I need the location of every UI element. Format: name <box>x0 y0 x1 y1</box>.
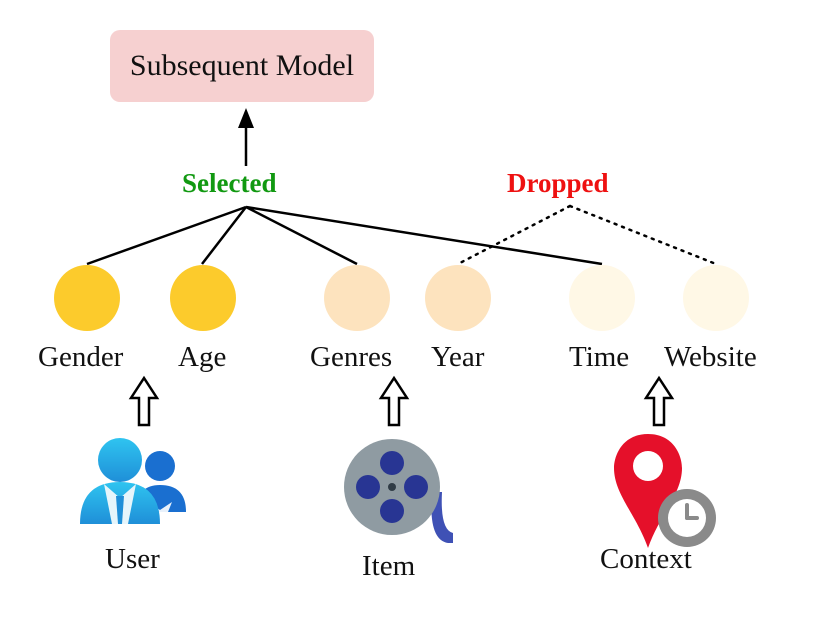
hollow-arrow-user <box>128 375 160 427</box>
entity-label-user: User <box>105 543 160 575</box>
feature-circle-age <box>170 265 236 331</box>
film-reel-icon <box>344 439 453 543</box>
dropped-connections <box>456 204 718 266</box>
subsequent-model-label: Subsequent Model <box>129 49 355 82</box>
feature-label-year: Year <box>431 341 485 373</box>
selected-connections <box>86 205 603 266</box>
location-clock-icon <box>614 434 716 548</box>
user-group-icon <box>80 438 186 524</box>
hollow-arrow-context <box>643 375 675 427</box>
entity-label-context: Context <box>600 543 692 575</box>
feature-circle-gender <box>54 265 120 331</box>
feature-circle-year <box>425 265 491 331</box>
feature-label-genres: Genres <box>310 341 393 373</box>
selected-label: Selected <box>182 168 277 198</box>
feature-label-time: Time <box>569 341 630 373</box>
hollow-arrow-item <box>378 375 410 427</box>
entity-label-item: Item <box>362 550 416 582</box>
arrow-to-model <box>238 108 254 166</box>
feature-label-age: Age <box>178 341 227 373</box>
feature-circle-time <box>569 265 635 331</box>
feature-circle-genres <box>324 265 390 331</box>
feature-label-website: Website <box>664 341 757 373</box>
feature-label-gender: Gender <box>38 341 124 373</box>
dropped-label: Dropped <box>507 168 609 198</box>
feature-circle-website <box>683 265 749 331</box>
subsequent-model-box: Subsequent Model <box>110 30 374 102</box>
